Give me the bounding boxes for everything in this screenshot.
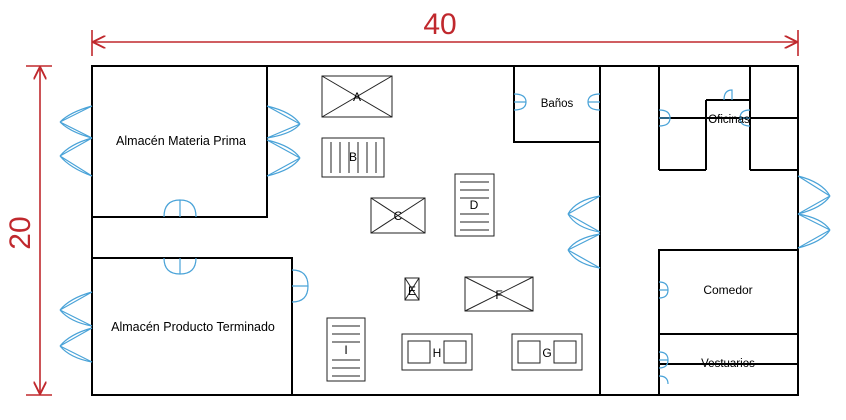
door-finished-right: [291, 269, 309, 303]
machine-i: [326, 317, 366, 382]
machine-label-d: D: [470, 198, 479, 212]
walls: [91, 65, 799, 396]
door-central: [567, 195, 601, 269]
outer-wall: [91, 65, 799, 396]
machine-label-b: B: [349, 150, 357, 164]
finished-product-room: [91, 257, 293, 396]
height-label: 20: [4, 216, 37, 249]
machine-label-g: G: [542, 346, 551, 360]
door-office-middle: [723, 89, 733, 101]
door-bath-left: [513, 93, 527, 111]
room-label-finished-product: Almacén Producto Terminado: [111, 320, 275, 334]
door-dining: [658, 281, 669, 299]
machine-label-f: F: [495, 288, 502, 302]
machine-a: [321, 75, 393, 118]
room-label-offices: Oficinas: [708, 114, 750, 126]
door-locker: [658, 351, 669, 385]
room-label-raw-material: Almacén Materia Prima: [116, 134, 246, 148]
machine-f: [464, 276, 534, 312]
machine-h: [401, 333, 473, 371]
door-bath-right: [587, 93, 601, 111]
machine-label-a: A: [353, 90, 361, 104]
width-dimension: [91, 30, 799, 56]
door-office-right: [739, 109, 751, 127]
equipment: [321, 75, 583, 382]
door-right-exterior: [797, 175, 831, 249]
room-label-bathrooms: Baños: [541, 98, 574, 110]
machine-g: [511, 333, 583, 371]
doors: [59, 89, 831, 385]
door-finished-left: [59, 291, 93, 363]
machine-label-c: C: [394, 209, 403, 223]
machine-b: [321, 137, 385, 178]
machine-label-e: E: [408, 284, 416, 298]
door-raw-right: [266, 105, 301, 177]
machine-c: [370, 197, 426, 234]
machine-e: [404, 277, 420, 301]
room-label-dining: Comedor: [703, 283, 752, 297]
machine-label-i: I: [344, 343, 347, 357]
door-raw-bottom: [163, 199, 197, 218]
room-label-locker-rooms: Vestuarios: [701, 358, 755, 370]
machine-d: [454, 173, 495, 237]
door-raw-left: [59, 105, 93, 177]
height-dimension: [26, 65, 52, 396]
machine-label-h: H: [433, 346, 442, 360]
width-label: 40: [423, 8, 456, 41]
door-finished-top: [163, 257, 197, 275]
door-office-left: [658, 109, 671, 127]
